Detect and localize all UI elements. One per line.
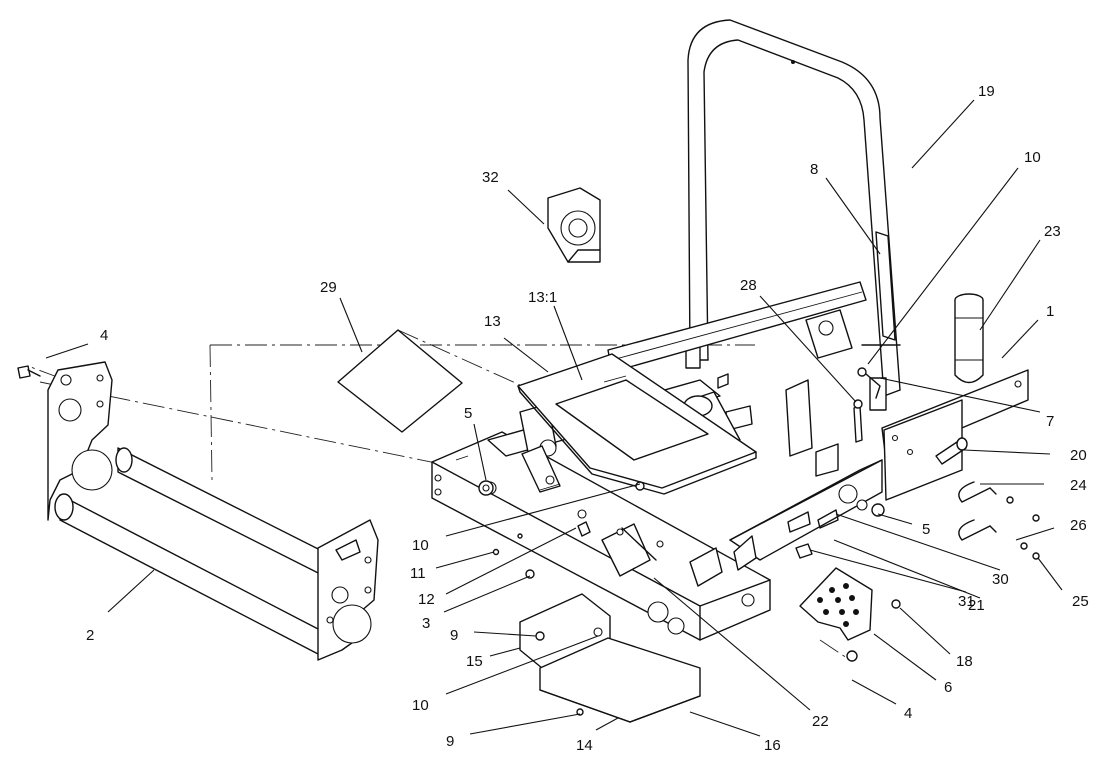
callout-23: 23 — [1044, 223, 1061, 240]
callout-5-right: 5 — [922, 521, 930, 538]
decal-29 — [337, 329, 463, 433]
callout-7: 7 — [1046, 413, 1054, 430]
bolt-4-left — [17, 365, 41, 379]
pin-20 — [935, 437, 968, 465]
rod-28 — [853, 399, 863, 443]
callout-10b: 10 — [412, 697, 429, 714]
main-frame — [431, 281, 1029, 641]
callout-10a: 10 — [412, 537, 429, 554]
seat-pan-13 — [517, 353, 757, 495]
callout-3: 3 — [422, 615, 430, 632]
callout-31: 31 — [958, 593, 975, 610]
bracket-32 — [547, 187, 601, 263]
callout-9b: 9 — [446, 733, 454, 750]
callout-16: 16 — [764, 737, 781, 754]
callout-30: 30 — [992, 571, 1009, 588]
callout-2: 2 — [86, 627, 94, 644]
leader-lines — [45, 99, 1063, 737]
callout-18: 18 — [956, 653, 973, 670]
bolt-21 — [795, 543, 813, 559]
callout-4-right: 4 — [904, 705, 912, 722]
callout-29: 29 — [320, 279, 337, 296]
callout-26: 26 — [1070, 517, 1087, 534]
hardware-11-12-3 — [492, 481, 645, 579]
callout-10c: 10 — [1024, 149, 1041, 166]
callout-9a: 9 — [450, 627, 458, 644]
callout-1: 1 — [1046, 303, 1054, 320]
callout-24: 24 — [1070, 477, 1087, 494]
bolt-5-left — [478, 480, 494, 496]
callout-8: 8 — [810, 161, 818, 178]
nut-9 — [535, 631, 584, 716]
callout-13: 13 — [484, 313, 501, 330]
callout-22: 22 — [812, 713, 829, 730]
roll-bar-19 — [685, 19, 901, 411]
callout-12: 12 — [418, 591, 435, 608]
callout-13-1: 13:1 — [528, 289, 557, 306]
callout-4-left: 4 — [100, 327, 108, 344]
callout-11: 11 — [410, 565, 426, 582]
bolt-4-right — [846, 650, 858, 662]
bolt-10-top — [857, 367, 881, 399]
callout-15: 15 — [466, 653, 483, 670]
bolt-18 — [891, 599, 901, 609]
callout-21: 21 — [968, 597, 985, 614]
callout-28: 28 — [740, 277, 757, 294]
bolt-25-26 — [1006, 496, 1040, 560]
callout-19: 19 — [978, 83, 995, 100]
clip-24 — [958, 481, 997, 541]
callout-25: 25 — [1072, 593, 1089, 610]
callout-5-left: 5 — [464, 405, 472, 422]
callout-labels: 1 2 3 4 4 5 5 6 7 8 9 9 10 10 10 11 12 1… — [86, 83, 1089, 754]
callout-32: 32 — [482, 169, 499, 186]
callout-6: 6 — [944, 679, 952, 696]
tray-16 — [519, 593, 701, 723]
strap-8 — [875, 231, 896, 341]
bolt-5-right — [871, 503, 885, 517]
callout-14: 14 — [576, 737, 593, 754]
grip-23 — [954, 293, 984, 384]
rear-frame-assembly — [47, 361, 379, 661]
callout-20: 20 — [1070, 447, 1087, 464]
foot-plate-6 — [799, 567, 873, 641]
